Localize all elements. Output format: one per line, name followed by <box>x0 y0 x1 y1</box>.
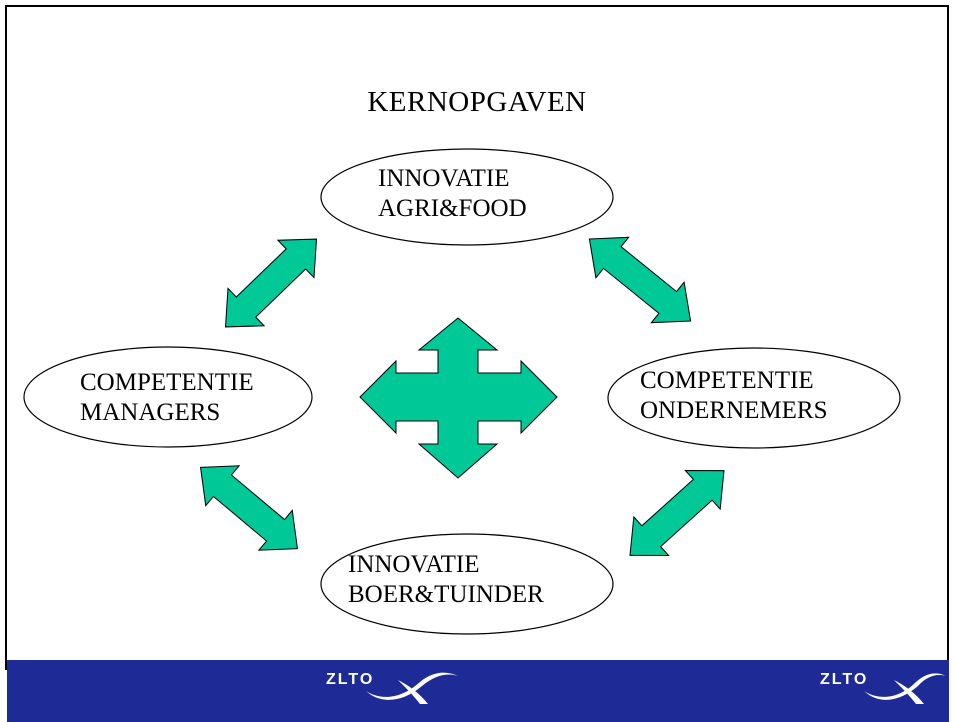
node-right-line1: COMPETENTIE <box>640 367 814 394</box>
node-top-ellipse <box>320 148 614 246</box>
node-top-line1: INNOVATIE <box>378 165 510 192</box>
node-left-label: COMPETENTIE MANAGERS <box>80 368 254 428</box>
logo-left-swoosh-icon <box>366 672 458 704</box>
node-bottom-label: INNOVATIE BOER&TUINDER <box>348 550 544 610</box>
node-left-line1: COMPETENTIE <box>80 369 254 396</box>
logo-right-swoosh-icon <box>864 673 946 704</box>
arrow-top-right <box>572 218 708 342</box>
footer-logo-left: ZLTO <box>326 671 374 689</box>
arrow-bottom-left <box>183 446 315 570</box>
node-top-label: INNOVATIE AGRI&FOOD <box>378 164 527 224</box>
arrow-bottom-right <box>612 450 742 576</box>
center-cross-arrow <box>359 317 558 479</box>
footer-logo-left-text: ZLTO <box>326 671 375 688</box>
node-left-line2: MANAGERS <box>80 399 221 426</box>
footer-logo-right: ZLTO <box>820 671 868 689</box>
node-right-ellipse <box>607 347 901 449</box>
node-bottom-line1: INNOVATIE <box>348 551 480 578</box>
node-right-label: COMPETENTIE ONDERNEMERS <box>640 366 828 426</box>
footer-bar <box>7 660 949 722</box>
node-bottom-ellipse <box>320 533 614 635</box>
node-right-line2: ONDERNEMERS <box>640 397 828 424</box>
diagram-title: KERNOPGAVEN <box>367 86 587 118</box>
node-top-line2: AGRI&FOOD <box>378 195 527 222</box>
node-left-ellipse <box>23 346 313 448</box>
footer-logo-right-text: ZLTO <box>820 671 869 688</box>
arrow-top-left <box>206 219 336 347</box>
node-bottom-line2: BOER&TUINDER <box>348 581 544 608</box>
